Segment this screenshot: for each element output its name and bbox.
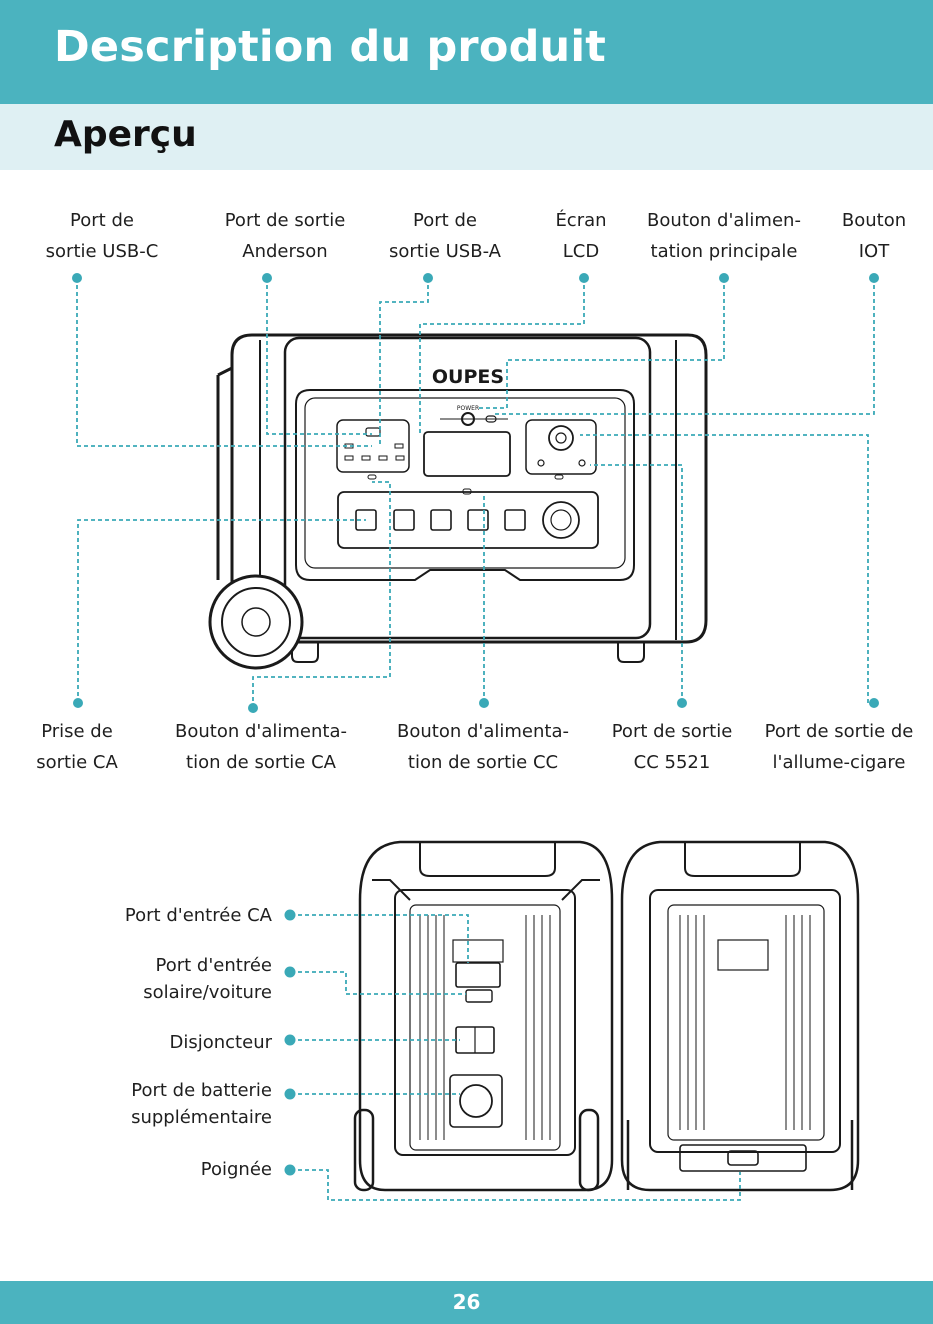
brand-logo: OUPES xyxy=(432,366,504,388)
label-ac-input: Port d'entrée CA xyxy=(124,905,272,926)
label-main-power-button: Bouton d'alimen-tation principale xyxy=(647,210,801,262)
section-title: Aperçu xyxy=(54,114,197,155)
callout-dots-front xyxy=(72,273,879,713)
front-view xyxy=(208,333,708,670)
page-title: Description du produit xyxy=(54,22,607,72)
back-panel-view xyxy=(620,840,860,1192)
label-dc-output-button: Bouton d'alimenta-tion de sortie CC xyxy=(397,721,569,773)
rear-view xyxy=(353,840,614,1192)
label-handle: Poignée xyxy=(200,1159,272,1180)
section-header: Aperçu xyxy=(0,104,933,170)
label-circuit-breaker: Disjoncteur xyxy=(169,1032,273,1053)
power-label: POWER xyxy=(457,405,479,412)
page-header: Description du produit xyxy=(0,0,933,104)
leader-lines-front xyxy=(76,278,875,708)
leader-lines-rear xyxy=(291,914,741,1201)
page-number: 26 xyxy=(452,1290,481,1314)
page-footer: 26 xyxy=(0,1281,933,1324)
callout-dots-rear xyxy=(284,909,296,1176)
label-ac-output-button: Bouton d'alimenta-tion de sortie CA xyxy=(175,721,347,773)
